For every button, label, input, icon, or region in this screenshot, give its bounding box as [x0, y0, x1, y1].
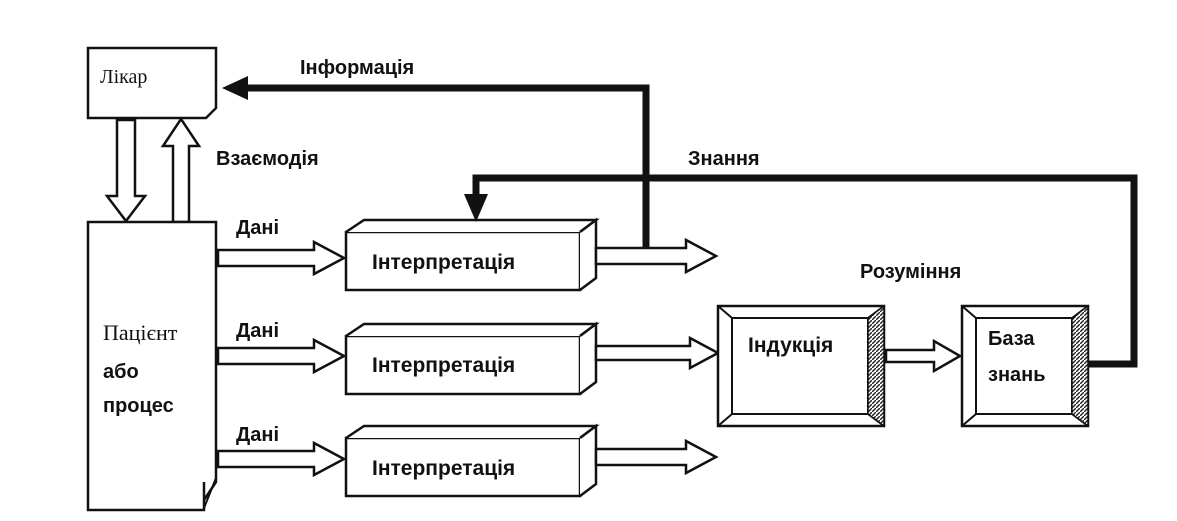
data-label-1: Дані: [236, 217, 279, 239]
interpretation-label-1: Інтерпретація: [372, 251, 515, 274]
knowledge-base-label-line2: знань: [988, 364, 1046, 386]
patient-box: Пацієнт або процес: [86, 220, 218, 512]
interaction-up-arrow: [160, 116, 202, 224]
knowledge-base-block: База знань: [960, 304, 1090, 428]
interpretation-block-1: Інтерпретація: [344, 217, 600, 292]
patient-label-line3: процес: [103, 395, 174, 417]
induction-to-kb-arrow: [884, 338, 963, 374]
data-arrow-3: [216, 440, 347, 478]
information-label: Інформація: [300, 57, 414, 79]
induction-block: Індукція: [716, 304, 886, 428]
interpretation-block-3: Інтерпретація: [344, 423, 600, 498]
understanding-label: Розуміння: [860, 261, 961, 283]
knowledge-label: Знання: [688, 148, 760, 170]
interaction-label: Взаємодія: [216, 148, 319, 170]
patient-label-line2: або: [103, 361, 139, 383]
information-feedback-arrow: [222, 76, 650, 248]
data-label-2: Дані: [236, 320, 279, 342]
data-arrow-1: [216, 239, 347, 277]
data-arrow-2: [216, 337, 347, 375]
induction-label: Індукція: [748, 334, 833, 357]
interpretation-label-3: Інтерпретація: [372, 457, 515, 480]
output-arrow-1: [594, 237, 719, 275]
output-arrow-3: [594, 438, 719, 476]
patient-label-line1: Пацієнт: [103, 320, 178, 345]
doctor-label: Лікар: [100, 66, 147, 88]
output-arrow-2: [594, 335, 721, 371]
doctor-box: Лікар: [86, 46, 218, 120]
interpretation-block-2: Інтерпретація: [344, 321, 600, 396]
data-label-3: Дані: [236, 424, 279, 446]
interpretation-label-2: Інтерпретація: [372, 354, 515, 377]
knowledge-feedback-arrow: [464, 174, 1138, 368]
knowledge-base-label-line1: База: [988, 328, 1035, 350]
interaction-down-arrow: [104, 118, 148, 224]
